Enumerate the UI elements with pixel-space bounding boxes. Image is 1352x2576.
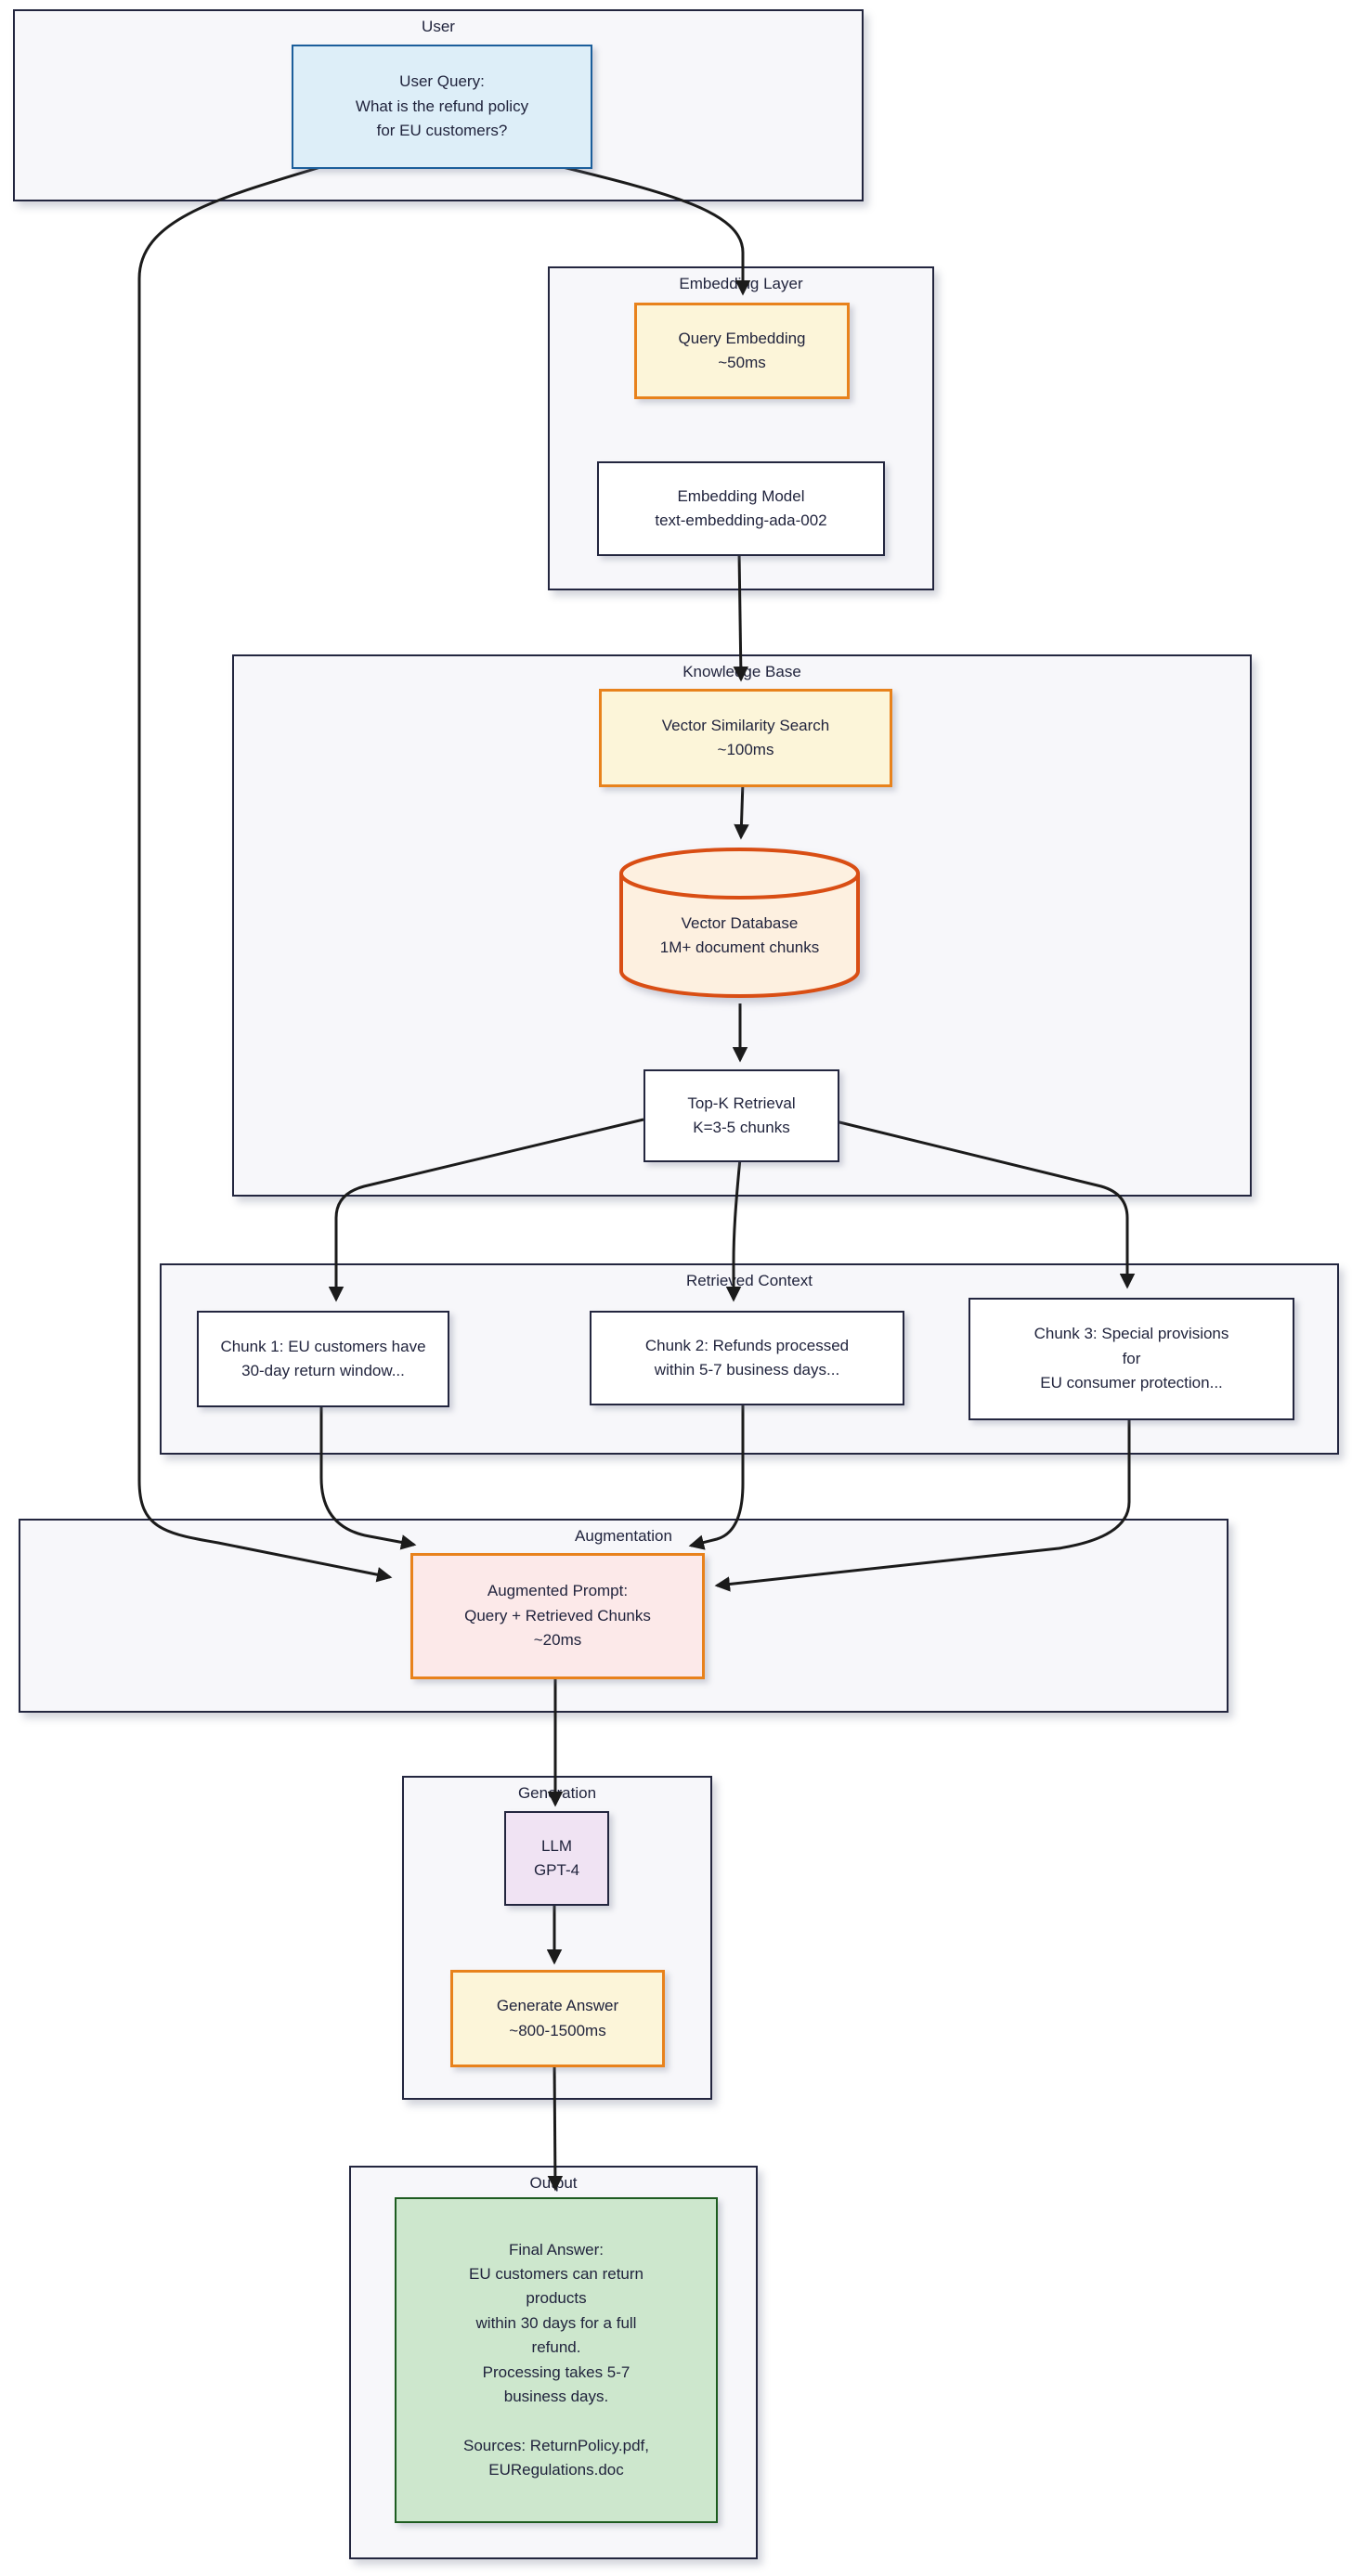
section-retrieved-context-title: Retrieved Context bbox=[685, 1272, 813, 1289]
node-llm: LLM GPT-4 bbox=[504, 1811, 609, 1906]
node-vector-similarity-search: Vector Similarity Search ~100ms bbox=[599, 689, 892, 787]
section-output-title: Output bbox=[529, 2174, 578, 2192]
node-vector-database-label: Vector Database 1M+ document chunks bbox=[659, 913, 820, 956]
node-topk-retrieval: Top-K Retrieval K=3-5 chunks bbox=[644, 1069, 839, 1162]
section-embedding-layer-title: Embedding Layer bbox=[679, 275, 803, 292]
node-final-answer: Final Answer: EU customers can return pr… bbox=[395, 2197, 718, 2523]
section-knowledge-base-title: Knowledge Base bbox=[682, 663, 801, 680]
section-augmentation-title: Augmentation bbox=[575, 1527, 672, 1545]
node-augmented-prompt: Augmented Prompt: Query + Retrieved Chun… bbox=[410, 1553, 705, 1679]
node-generate-answer: Generate Answer ~800-1500ms bbox=[450, 1970, 665, 2067]
node-query-embedding: Query Embedding ~50ms bbox=[634, 303, 850, 399]
node-user-query: User Query: What is the refund policy fo… bbox=[292, 45, 592, 169]
node-chunk-2: Chunk 2: Refunds processed within 5-7 bu… bbox=[590, 1311, 904, 1405]
node-chunk-3: Chunk 3: Special provisions for EU consu… bbox=[968, 1298, 1294, 1420]
node-vector-database: Vector Database 1M+ document chunks bbox=[618, 845, 862, 1001]
section-user-title: User bbox=[422, 18, 455, 35]
node-chunk-1: Chunk 1: EU customers have 30-day return… bbox=[197, 1311, 449, 1407]
node-embedding-model: Embedding Model text-embedding-ada-002 bbox=[597, 461, 885, 556]
section-generation-title: Generation bbox=[517, 1784, 597, 1802]
database-cylinder-icon bbox=[619, 848, 860, 998]
